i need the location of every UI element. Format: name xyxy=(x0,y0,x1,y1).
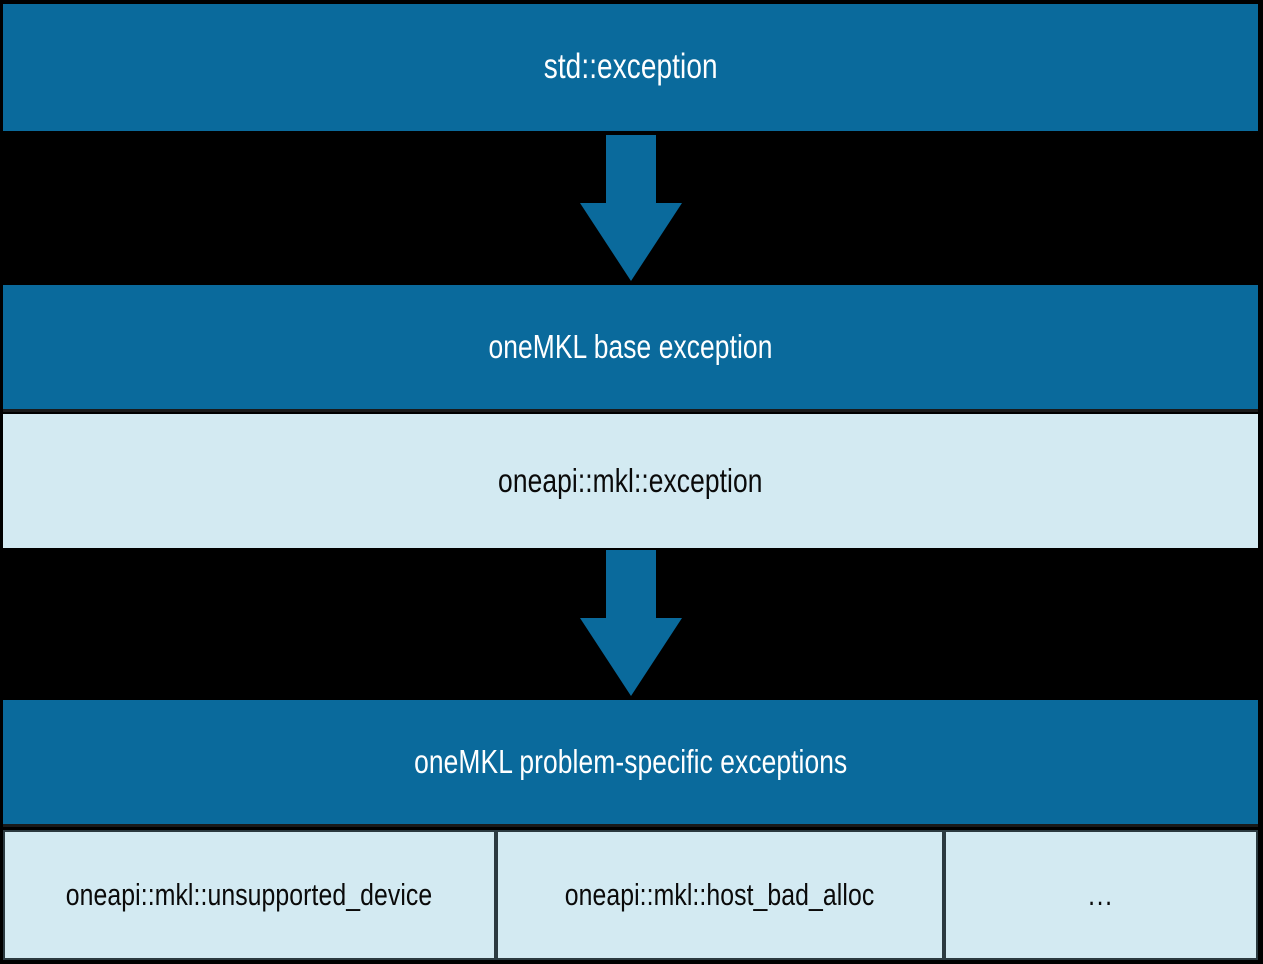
node-host-bad-alloc: oneapi::mkl::host_bad_alloc xyxy=(496,830,944,960)
arrow-root-to-base-icon xyxy=(580,135,682,281)
node-host-bad-alloc-label: oneapi::mkl::host_bad_alloc xyxy=(565,876,875,912)
problem-specific-leaf-row: oneapi::mkl::unsupported_device oneapi::… xyxy=(3,830,1258,960)
arrow-base-to-problem-icon xyxy=(580,550,682,696)
node-more-exceptions-ellipsis-label: ... xyxy=(1088,876,1114,912)
node-unsupported-device-label: oneapi::mkl::unsupported_device xyxy=(66,876,433,912)
node-oneapi-mkl-exception-label: oneapi::mkl::exception xyxy=(498,461,763,499)
node-more-exceptions-ellipsis: ... xyxy=(944,830,1258,960)
node-onemkl-problem-specific-header: oneMKL problem-specific exceptions xyxy=(3,700,1258,827)
node-onemkl-base-exception-header-label: oneMKL base exception xyxy=(488,327,773,365)
node-onemkl-problem-specific-header-label: oneMKL problem-specific exceptions xyxy=(413,742,848,780)
node-unsupported-device: oneapi::mkl::unsupported_device xyxy=(3,830,496,960)
node-std-exception-label: std::exception xyxy=(543,47,718,87)
node-std-exception: std::exception xyxy=(3,4,1258,131)
node-oneapi-mkl-exception: oneapi::mkl::exception xyxy=(3,414,1258,548)
node-onemkl-base-exception-header: oneMKL base exception xyxy=(3,285,1258,412)
